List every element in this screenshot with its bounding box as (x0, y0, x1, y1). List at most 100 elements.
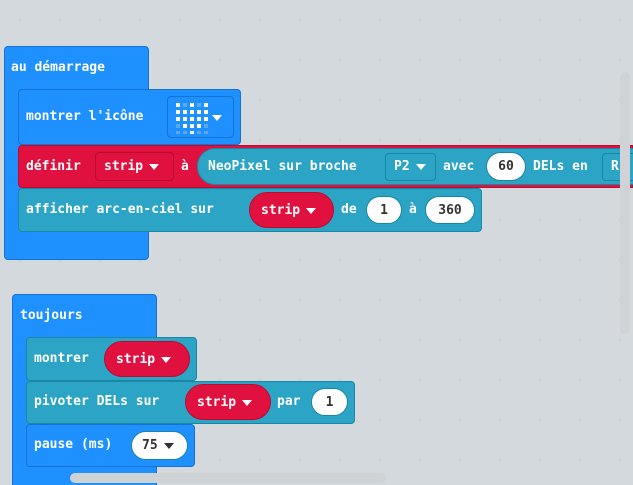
grid-mark (458, 338, 462, 342)
grid-mark (578, 418, 582, 422)
grid-mark (618, 18, 622, 22)
grid-mark (378, 58, 382, 62)
rainbow-start-input[interactable]: 1 (366, 196, 402, 224)
grid-mark (618, 58, 622, 62)
grid-mark (458, 58, 462, 62)
pin-dropdown[interactable]: P2 (385, 153, 436, 181)
grid-mark (618, 418, 622, 422)
show-strip-dropdown[interactable]: strip (104, 341, 190, 377)
grid-mark (578, 138, 582, 142)
grid-mark (458, 418, 462, 422)
grid-mark (498, 218, 502, 222)
grid-mark (418, 18, 422, 22)
forever-label: toujours (20, 308, 83, 323)
grid-mark (98, 18, 102, 22)
grid-mark (418, 58, 422, 62)
grid-mark (298, 138, 302, 142)
grid-mark (378, 138, 382, 142)
led-count-input[interactable]: 60 (486, 152, 526, 181)
grid-mark (418, 138, 422, 142)
grid-mark (338, 58, 342, 62)
grid-mark (578, 458, 582, 462)
grid-mark (378, 378, 382, 382)
grid-mark (578, 98, 582, 102)
grid-mark (578, 338, 582, 342)
grid-mark (178, 58, 182, 62)
grid-mark (578, 58, 582, 62)
grid-mark (258, 18, 262, 22)
grid-mark (578, 378, 582, 382)
grid-mark (458, 298, 462, 302)
grid-mark (298, 58, 302, 62)
grid-mark (418, 418, 422, 422)
horizontal-scrollbar[interactable] (70, 473, 386, 483)
heart-icon (176, 103, 208, 134)
grid-mark (498, 258, 502, 262)
grid-mark (538, 338, 542, 342)
grid-mark (378, 98, 382, 102)
grid-mark (58, 18, 62, 22)
grid-mark (458, 258, 462, 262)
from-label: de (341, 202, 357, 217)
grid-mark (418, 378, 422, 382)
grid-mark (298, 98, 302, 102)
grid-mark (218, 58, 222, 62)
grid-mark (338, 138, 342, 142)
grid-mark (618, 338, 622, 342)
rotate-label: pivoter DELs sur (34, 394, 160, 409)
grid-mark (378, 258, 382, 262)
grid-mark (498, 18, 502, 22)
grid-mark (418, 98, 422, 102)
grid-mark (458, 458, 462, 462)
rainbow-to-label: à (409, 202, 417, 217)
grid-mark (298, 458, 302, 462)
show-rainbow-label: afficher arc-en-ciel sur (26, 202, 214, 217)
grid-mark (578, 18, 582, 22)
grid-mark (258, 298, 262, 302)
icon-dropdown[interactable] (167, 96, 234, 138)
chevron-down-icon (306, 207, 317, 214)
grid-mark (418, 458, 422, 462)
grid-mark (458, 98, 462, 102)
rotate-amount-input[interactable]: 1 (311, 388, 348, 416)
grid-mark (378, 298, 382, 302)
grid-mark (538, 298, 542, 302)
grid-mark (538, 18, 542, 22)
chevron-down-icon (415, 163, 426, 170)
grid-mark (218, 338, 222, 342)
grid-mark (498, 138, 502, 142)
grid-mark (618, 378, 622, 382)
grid-mark (298, 258, 302, 262)
grid-mark (498, 458, 502, 462)
set-label: définir (26, 159, 81, 174)
grid-mark (498, 338, 502, 342)
grid-mark (458, 138, 462, 142)
grid-mark (258, 258, 262, 262)
grid-mark (338, 258, 342, 262)
grid-mark (178, 18, 182, 22)
by-label: par (277, 394, 301, 409)
grid-mark (538, 418, 542, 422)
rotate-strip-dropdown[interactable]: strip (185, 384, 271, 420)
grid-mark (298, 338, 302, 342)
chevron-down-icon (161, 356, 172, 363)
rainbow-end-input[interactable]: 360 (425, 196, 475, 224)
grid-mark (18, 18, 22, 22)
grid-mark (218, 258, 222, 262)
grid-mark (338, 98, 342, 102)
grid-mark (338, 18, 342, 22)
vertical-scrollbar[interactable] (620, 72, 630, 334)
grid-mark (498, 418, 502, 422)
rainbow-strip-dropdown[interactable]: strip (249, 192, 334, 228)
pause-duration-dropdown[interactable]: 75 (131, 431, 188, 460)
grid-mark (418, 338, 422, 342)
grid-mark (458, 18, 462, 22)
variable-dropdown[interactable]: strip (95, 152, 174, 181)
grid-mark (338, 298, 342, 302)
grid-mark (538, 138, 542, 142)
grid-mark (338, 458, 342, 462)
show-icon-label: montrer l'icône (26, 109, 144, 124)
to-label: à (181, 159, 189, 174)
grid-mark (218, 18, 222, 22)
